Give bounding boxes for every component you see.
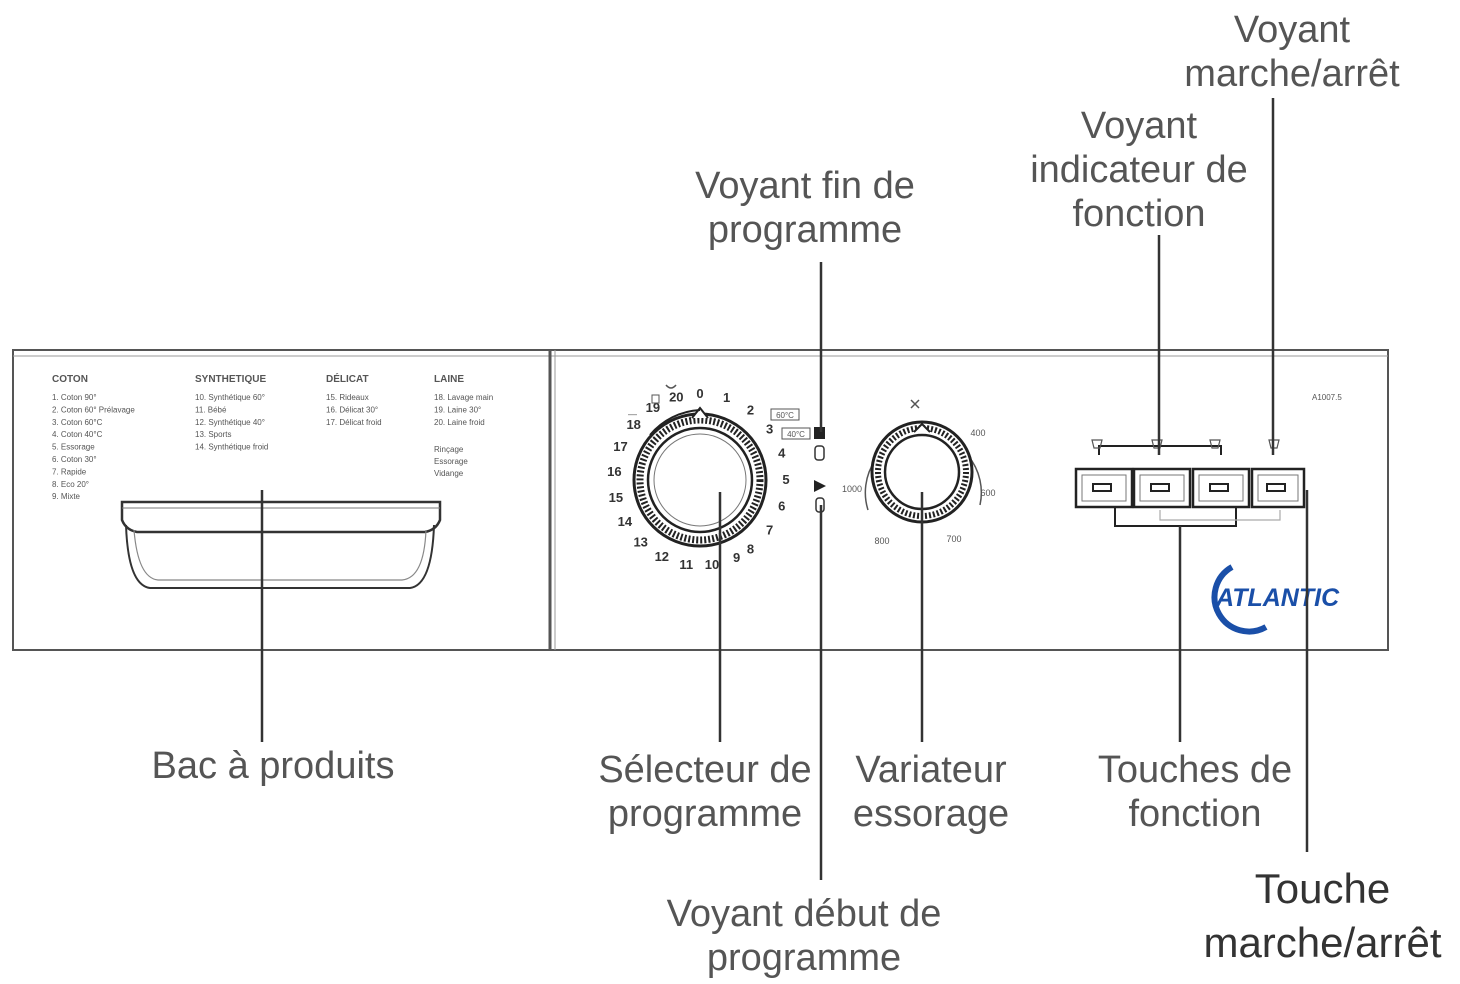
function-button-3[interactable] — [1191, 439, 1251, 509]
dial-number: 9 — [733, 550, 740, 565]
legend-programme-item: 4. Coton 40°C — [52, 430, 103, 439]
legend-group-title: COTON — [52, 374, 88, 385]
programme-legend: COTON 1. Coton 90° 2. Coton 60° Prélavage 3… — [52, 372, 493, 501]
spin-speed-label: 700 — [946, 534, 961, 544]
dial-number: 11 — [679, 557, 693, 572]
legend-programme-item: 17. Délicat froid — [326, 418, 382, 427]
legend-programme-item: 9. Mixte — [52, 492, 81, 501]
spin-speed-label: 600 — [980, 488, 995, 498]
dial-number: 8 — [747, 542, 754, 557]
legend-group-title: SYNTHETIQUE — [195, 374, 266, 385]
legend-programme-item: 6. Coton 30° — [52, 455, 97, 464]
legend-programme-item: 10. Synthétique 60° — [195, 393, 265, 402]
temp-mark-60: 60°C — [776, 411, 794, 420]
atlantic-logo: ATLANTIC — [1211, 564, 1340, 635]
temp-mark-40: 40°C — [787, 430, 805, 439]
model-number: A1007.5 — [1312, 393, 1342, 402]
legend-programme-item: 16. Délicat 30° — [326, 405, 378, 414]
dial-number: 14 — [618, 514, 633, 529]
legend-programme-item: 14. Synthétique froid — [195, 443, 268, 452]
dial-number: 10 — [705, 557, 719, 572]
dial-number: 6 — [778, 499, 785, 514]
legend-option-item: Vidange — [434, 469, 464, 478]
function-button-2[interactable] — [1132, 439, 1192, 509]
legend-group-title: LAINE — [434, 374, 464, 385]
detergent-drawer — [120, 500, 442, 589]
dial-number: 3 — [766, 422, 773, 437]
legend-programme-item: 3. Coton 60°C — [52, 418, 103, 427]
legend-programme-item: 11. Bébé — [195, 405, 227, 414]
spin-speed-label: 400 — [970, 428, 985, 438]
legend-programme-item: 20. Laine froid — [434, 418, 485, 427]
legend-group-title: DÉLICAT — [326, 372, 369, 385]
legend-programme-item: 8. Eco 20° — [52, 480, 89, 489]
dial-number: 5 — [782, 472, 789, 487]
programme-selector-knob[interactable] — [632, 406, 768, 548]
function-button-1[interactable] — [1074, 439, 1134, 509]
svg-text:—: — — [628, 409, 637, 419]
spin-speed-label: 1000 — [842, 484, 862, 494]
dial-number: 4 — [778, 445, 786, 460]
dial-number: 0 — [696, 386, 703, 401]
dial-number: 19 — [646, 400, 660, 415]
leader-lines — [260, 98, 1309, 880]
legend-programme-item: 12. Synthétique 40° — [195, 418, 265, 427]
dial-number: 1 — [723, 390, 730, 405]
legend-programme-item: 5. Essorage — [52, 443, 95, 452]
legend-programme-item: 15. Rideaux — [326, 393, 369, 402]
dial-number: 2 — [747, 402, 754, 417]
dial-number: 15 — [609, 490, 623, 505]
dial-number: 20 — [669, 389, 683, 404]
dial-number: 17 — [613, 439, 627, 454]
legend-option-item: Essorage — [434, 457, 468, 466]
legend-programme-item: 1. Coton 90° — [52, 393, 97, 402]
dial-number: 16 — [607, 464, 621, 479]
dial-number: 12 — [655, 549, 669, 564]
dial-number: 7 — [766, 523, 773, 538]
legend-programme-item: 19. Laine 30° — [434, 405, 481, 414]
end-of-programme-light — [814, 427, 825, 461]
legend-option-item: Rinçage — [434, 445, 464, 454]
legend-programme-item: 2. Coton 60° Prélavage — [52, 405, 135, 414]
spin-speed-labels: 400 600 700 800 1000 — [842, 428, 996, 546]
legend-programme-item: 18. Lavage main — [434, 393, 493, 402]
dial-number: 13 — [633, 534, 647, 549]
temperature-markers: 60°C 40°C — — [628, 384, 811, 440]
legend-programme-item: 13. Sports — [195, 430, 231, 439]
callout-detergent-drawer: Bac à produits — [151, 745, 395, 787]
power-button[interactable] — [1250, 439, 1306, 509]
legend-programme-item: 7. Rapide — [52, 467, 87, 476]
dial-number: 18 — [626, 417, 640, 432]
brand-name: ATLANTIC — [1215, 584, 1340, 612]
spin-speed-label: 800 — [874, 536, 889, 546]
